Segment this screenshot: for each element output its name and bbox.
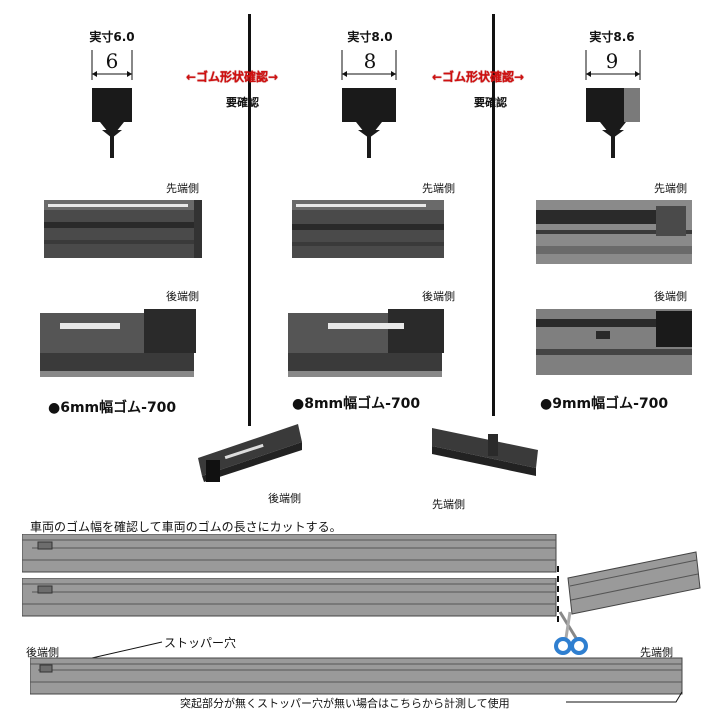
cross-section-6mm (91, 50, 133, 158)
lower-rear-label: 後端側 (268, 492, 301, 505)
rubber-strip-before-cut (22, 534, 557, 573)
photo-rear-9mm (536, 309, 692, 375)
dim-value-6: 6 (105, 49, 119, 73)
photo-front-6mm (44, 200, 202, 258)
rubber-strip-cut (22, 578, 557, 617)
cross-section-9mm (585, 50, 641, 158)
dim-value-9: 9 (605, 49, 619, 73)
size-label-9: 実寸8.6 (589, 30, 635, 44)
check-required-right: 要確認 (474, 96, 507, 109)
check-required-left: 要確認 (226, 96, 259, 109)
caption-8mm: ●8mm幅ゴム-700 (292, 396, 421, 412)
caption-6mm: ●6mm幅ゴム-700 (48, 400, 177, 416)
dim-value-8: 8 (363, 49, 377, 73)
lower-front-label: 先端側 (432, 498, 465, 511)
cut-line (557, 566, 559, 626)
front-label-9mm: 先端側 (654, 182, 687, 195)
divider-line-left (248, 14, 251, 426)
cut-instruction: 車両のゴム幅を確認して車両のゴムの長さにカットする。 (30, 520, 342, 534)
diagram-rear-label: 後端側 (26, 646, 59, 659)
rubber-strip-measure (30, 641, 683, 695)
size-label-6: 実寸6.0 (89, 30, 135, 44)
shape-check-warning-left: ←ゴム形状確認→ (186, 70, 279, 84)
front-label-8mm: 先端側 (422, 182, 455, 195)
rear-label-8mm: 後端側 (422, 290, 455, 303)
photo-rear-6mm (40, 309, 196, 377)
rear-label-9mm: 後端側 (654, 290, 687, 303)
diagram-front-label: 先端側 (640, 646, 673, 659)
cross-section-8mm (341, 50, 397, 158)
divider-line-right (492, 14, 495, 416)
rubber-strip-offcut (567, 551, 701, 615)
photo-front-8mm (292, 200, 444, 258)
size-label-8: 実寸8.0 (347, 30, 393, 44)
photo-rear-8mm (288, 309, 444, 377)
footnote-pointer (566, 691, 683, 703)
photo-blade-front-end (432, 428, 538, 476)
caption-9mm: ●9mm幅ゴム-700 (540, 396, 669, 412)
photo-front-9mm (536, 200, 692, 264)
measure-footnote: 突起部分が無くストッパー穴が無い場合はこちらから計測して使用 (180, 697, 510, 710)
scissors-icon (554, 611, 588, 655)
photo-blade-rear-end (198, 424, 302, 482)
rear-label-6mm: 後端側 (166, 290, 199, 303)
shape-check-warning-right: ←ゴム形状確認→ (432, 70, 525, 84)
stopper-hole-label: ストッパー穴 (164, 636, 237, 650)
front-label-6mm: 先端側 (166, 182, 199, 195)
